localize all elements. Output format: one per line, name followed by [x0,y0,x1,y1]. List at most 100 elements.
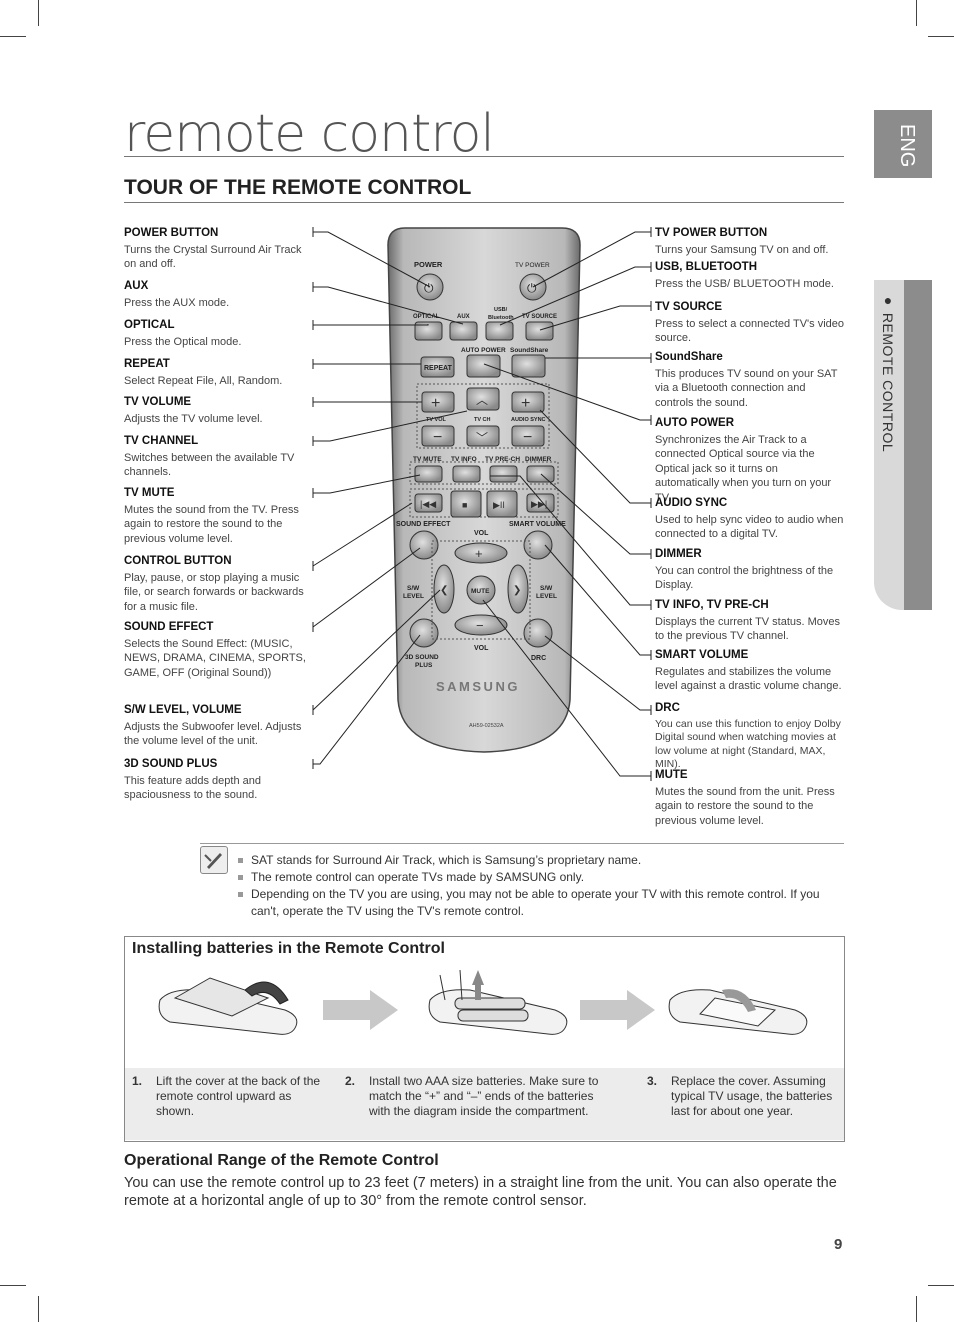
remote-text: AUX [457,314,470,320]
drc-button [523,618,553,648]
remote-model: AH59-02532A [469,723,504,729]
svg-text:+: + [475,546,483,561]
batteries-box [124,936,845,1142]
3d-sound-plus-button [409,618,439,648]
remote-text: TV SOURCE [522,314,557,320]
svg-text:❯: ❯ [513,585,521,596]
soundshare-button [511,354,546,378]
svg-text:■: ■ [462,500,467,510]
remote-text: TV MUTE [413,456,442,463]
remote-text: TV VOL [426,417,447,423]
svg-text:+: + [521,395,530,412]
remote-text: OPTICAL [413,314,440,320]
sw-level-down-button [433,564,455,614]
remote-text: TV INFO [451,456,477,463]
tv-prech-button [489,465,518,483]
remote-text: AUDIO SYNC [511,417,546,423]
section-tab-bar [904,280,932,610]
section-divider [124,202,844,203]
title-divider [124,156,844,157]
battery-step1-illustration [158,977,298,1035]
remote-text: DRC [531,655,546,662]
aux-button [449,321,478,341]
tv-vol-down-button [421,425,455,447]
smart-volume-button [523,530,553,560]
battery-step3-illustration [668,989,808,1035]
remote-text: DIMMER [525,456,552,463]
svg-text:⏻: ⏻ [527,281,537,295]
remote-text: VOL [474,530,489,537]
tv-ch-down-button [466,425,500,447]
range-body: You can use the remote control up to 23 … [124,1175,837,1209]
tv-info-button [452,465,481,483]
language-tab: ENG [874,110,932,178]
sw-level-up-button [507,564,529,614]
dimmer-button [526,465,555,483]
repeat-button [420,356,455,378]
battery-step-2: 2.Install two AAA size batteries. Make s… [345,1074,599,1118]
audio-sync-down-button [511,425,545,447]
note-item: Depending on the TV you are using, you m… [238,886,838,920]
auto-power-button [466,354,501,378]
usb-button [485,321,514,341]
remote-text: LEVEL [536,593,557,600]
tv-ch-up-button [466,387,500,411]
crop-mark [38,1296,39,1322]
remote-text: VOL [474,645,489,652]
remote-text: TV POWER [515,262,550,269]
remote-body [387,227,581,753]
note-item: The remote control can operate TVs made … [238,869,838,886]
crop-mark [928,1285,954,1286]
svg-text:−: − [523,429,532,446]
optical-button [414,321,443,341]
remote-text: SoundShare [510,347,549,354]
page-title: remote control [124,104,495,164]
remote-text: PLUS [415,662,433,669]
remote-text: SOUND EFFECT [396,521,451,528]
audio-sync-up-button [511,391,545,413]
remote-text: Bluetooth [488,315,514,321]
section-title: TOUR OF THE REMOTE CONTROL [124,176,472,199]
remote-text: 3D SOUND [405,654,439,661]
remote-text: USB/ [494,307,508,313]
note-divider [200,843,844,844]
tv-source-button [525,321,554,341]
vol-down-button [454,614,508,636]
remote-text: S/W [540,585,553,592]
tv-mute-button [414,465,443,483]
crop-mark [916,0,917,26]
batteries-heading: Installing batteries in the Remote Contr… [132,940,445,957]
crop-mark [928,36,954,37]
battery-step-3: 3.Replace the cover. Assuming typical TV… [647,1074,833,1118]
remote-text: TV CH [474,417,491,423]
section-tab-label: ● REMOTE CONTROL [880,292,896,453]
crop-mark [916,1296,917,1322]
crop-mark [38,0,39,26]
range-heading: Operational Range of the Remote Control [124,1152,439,1169]
skip-back-button [414,493,443,513]
battery-step-1: 1.Lift the cover at the back of the remo… [132,1074,321,1118]
svg-text:+: + [431,395,440,412]
remote-text: S/W [407,585,420,592]
svg-text:❮: ❮ [440,585,448,596]
arrow-step1-2 [323,990,398,1030]
